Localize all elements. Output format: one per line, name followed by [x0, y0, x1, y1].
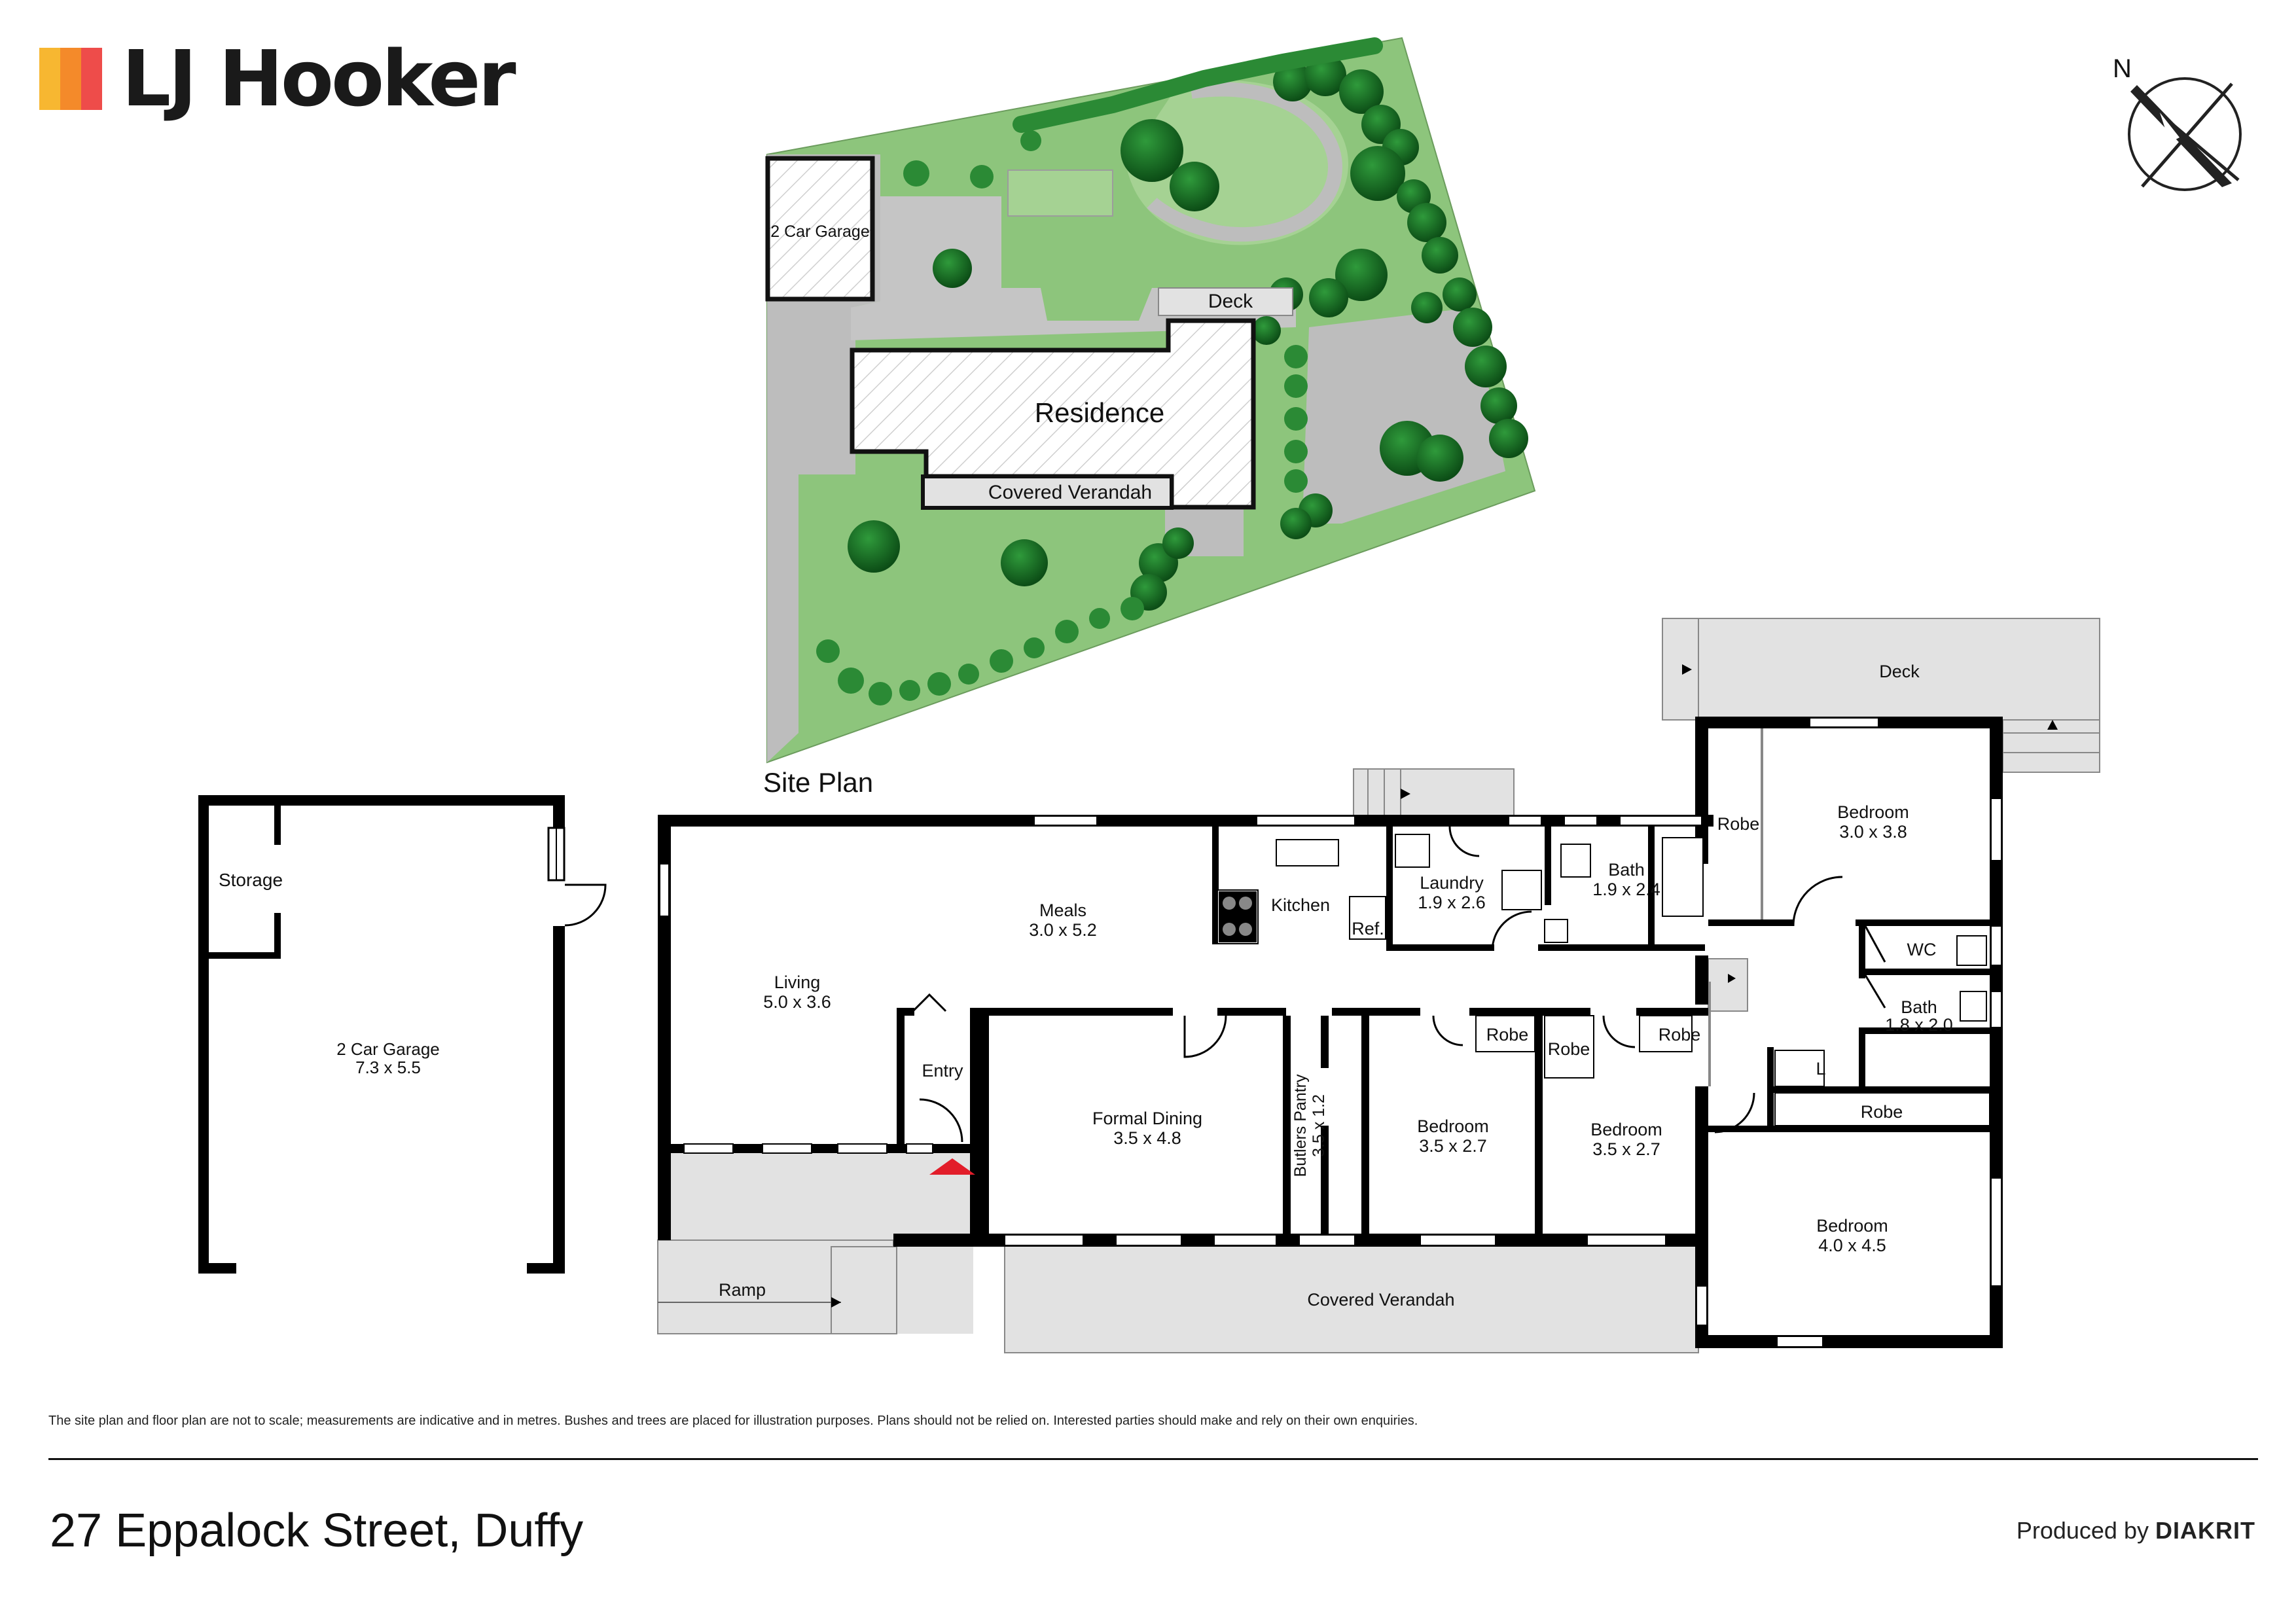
dining-name: Formal Dining: [1092, 1109, 1202, 1128]
pantry-name: Butlers Pantry: [1291, 1074, 1310, 1177]
laundry-size: 1.9 x 2.6: [1418, 893, 1486, 912]
verandah-label: Covered Verandah: [1307, 1290, 1454, 1310]
robe-b-label: Robe: [1548, 1039, 1590, 1059]
logo-bars-icon: [39, 47, 102, 110]
bath1-size: 1.9 x 2.4: [1592, 880, 1660, 899]
bed1-name: Bedroom: [1837, 802, 1909, 822]
bed1-size: 3.0 x 3.8: [1839, 822, 1907, 842]
robe-a-label: Robe: [1486, 1025, 1529, 1044]
site-plan: 2 Car Garage Deck Residence Covered Vera…: [763, 37, 1536, 798]
living-name: Living: [774, 972, 821, 992]
wc-label: WC: [1907, 940, 1937, 959]
lj-hooker-logo: LJ Hooker: [39, 33, 516, 124]
garage-size-label: 7.3 x 5.5: [355, 1058, 421, 1077]
bed4-size: 3.5 x 2.7: [1592, 1139, 1660, 1159]
deck-label: Deck: [1879, 662, 1920, 681]
linen-label: L: [1816, 1059, 1825, 1079]
bed2-name: Bedroom: [1816, 1216, 1888, 1236]
site-deck-label: Deck: [1208, 291, 1253, 312]
produced-by-prefix: Produced by: [2016, 1517, 2149, 1544]
site-deck: [1158, 287, 1293, 316]
robe-top-label: Robe: [1717, 814, 1760, 834]
entry-marker-icon: [929, 1158, 975, 1175]
dining-size: 3.5 x 4.8: [1113, 1128, 1181, 1148]
site-residence-label: Residence: [1035, 397, 1164, 428]
bath1-name: Bath: [1608, 860, 1645, 880]
site-garage-label: 2 Car Garage: [770, 223, 869, 241]
property-address: 27 Eppalock Street, Duffy: [50, 1505, 584, 1557]
brand-name: LJ Hooker: [122, 33, 516, 124]
pantry-size: 3.5 x 1.2: [1310, 1094, 1328, 1157]
ramp-label: Ramp: [719, 1280, 766, 1300]
bed3-size: 3.5 x 2.7: [1419, 1136, 1487, 1156]
disclaimer-text: The site plan and floor plan are not to …: [48, 1414, 1418, 1428]
entry-label: Entry: [922, 1061, 963, 1080]
laundry-name: Laundry: [1420, 873, 1484, 893]
bath2-name: Bath: [1901, 997, 1937, 1017]
site-plan-title: Site Plan: [763, 767, 873, 798]
produced-by-brand: DIAKRIT: [2155, 1517, 2255, 1544]
house-floor-plan: Living 5.0 x 3.6 Meals 3.0 x 5.2 Kitchen…: [657, 618, 2100, 1353]
compass-icon: N: [2113, 54, 2242, 191]
produced-by: Produced by DIAKRIT: [2017, 1517, 2255, 1544]
robe-c-label: Robe: [1659, 1025, 1701, 1044]
ref-label: Ref.: [1352, 919, 1384, 938]
living-size: 5.0 x 3.6: [763, 992, 831, 1012]
meals-name: Meals: [1039, 901, 1086, 920]
site-verandah-label: Covered Verandah: [988, 482, 1152, 503]
bed3-name: Bedroom: [1417, 1116, 1489, 1136]
site-verandah: [921, 474, 1174, 510]
bed2-size: 4.0 x 4.5: [1818, 1236, 1886, 1255]
garage-name-label: 2 Car Garage: [336, 1039, 440, 1059]
bed4-name: Bedroom: [1590, 1120, 1662, 1139]
robe-main-label: Robe: [1861, 1102, 1903, 1122]
compass-north-label: N: [2113, 54, 2132, 83]
covered-verandah: [1004, 1241, 1699, 1353]
bath2-size: 1.8 x 2.0: [1885, 1015, 1953, 1035]
garage-storage-label: Storage: [219, 870, 283, 890]
meals-size: 3.0 x 5.2: [1029, 920, 1097, 940]
site-garage: [765, 156, 875, 302]
kitchen-label: Kitchen: [1271, 895, 1330, 915]
footer-divider: [48, 1458, 2258, 1460]
garage-plan: [198, 795, 565, 1274]
